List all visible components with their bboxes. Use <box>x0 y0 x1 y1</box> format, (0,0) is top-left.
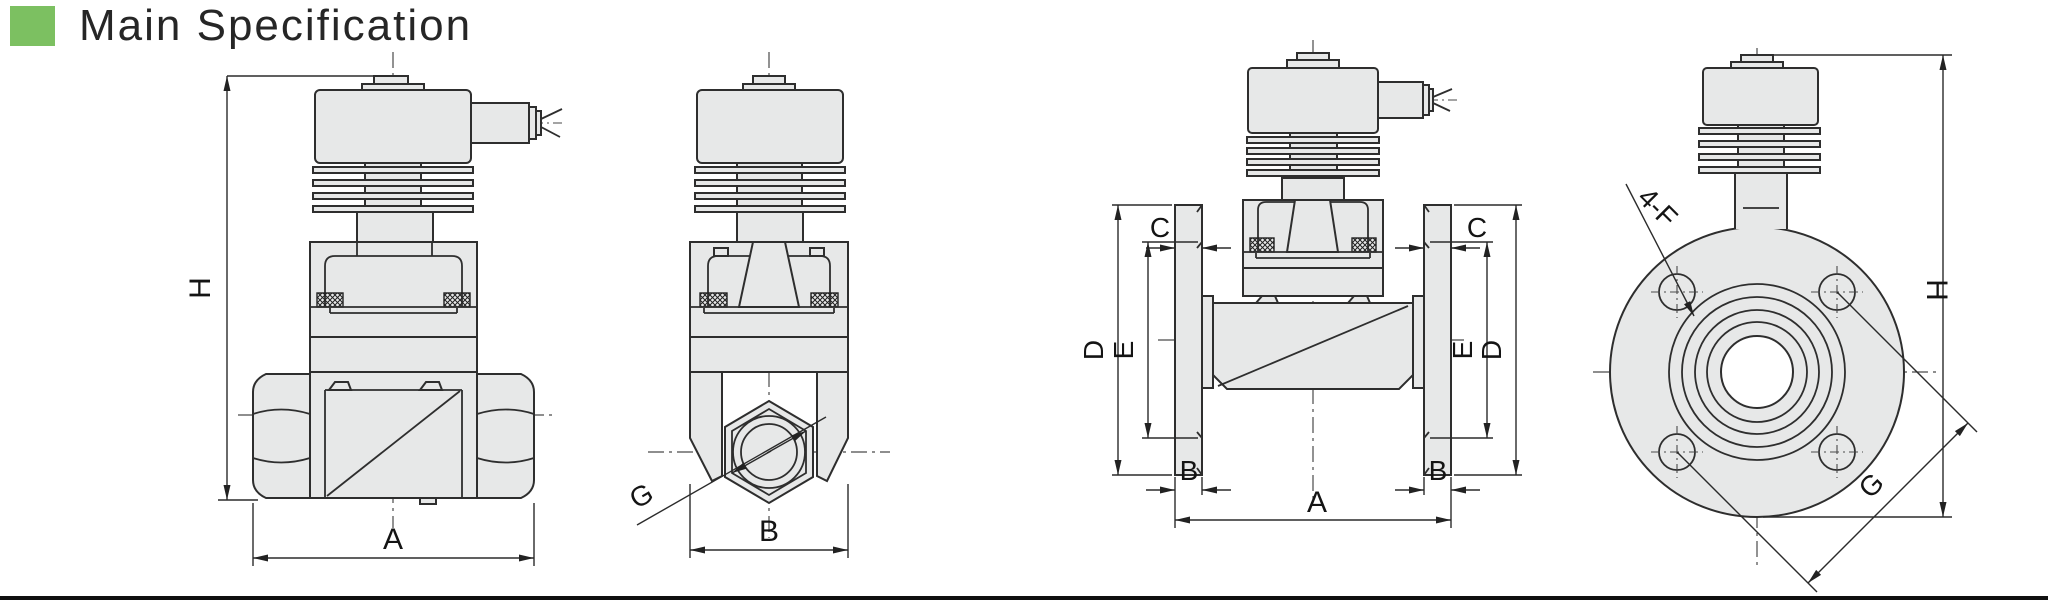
valve-bonnet <box>1242 199 1384 297</box>
seal-gasket <box>810 292 839 308</box>
dimension-b: B <box>689 484 849 558</box>
dimension-e-left: E <box>1108 241 1198 439</box>
solenoid-coil <box>1702 67 1819 126</box>
dim-label-d-left: D <box>1078 340 1109 360</box>
page-bottom-rule <box>0 596 2048 600</box>
dimension-b-right: B <box>1395 455 1480 495</box>
flange-left <box>1174 204 1203 476</box>
neck <box>356 211 434 243</box>
bore-hole <box>1720 335 1794 409</box>
neck <box>736 211 804 243</box>
seal-gasket <box>699 292 728 308</box>
dim-label-a-flanged: A <box>1307 486 1327 519</box>
seal-gasket <box>443 292 471 308</box>
lead-wire <box>540 126 561 138</box>
dimension-a-flanged: A <box>1174 477 1452 528</box>
pipe-stub-right <box>1412 295 1425 389</box>
dim-label-e-right: E <box>1447 341 1478 360</box>
solenoid-assembly <box>694 75 846 243</box>
solenoid-coil <box>1247 67 1379 134</box>
solenoid-assembly <box>312 75 563 243</box>
dim-label-d-right: D <box>1476 340 1507 360</box>
dimension-c-right: C <box>1395 212 1487 252</box>
solenoid-assembly <box>1246 52 1453 201</box>
valve-body <box>689 371 849 505</box>
valve-body <box>252 371 535 505</box>
plunger <box>1285 199 1340 253</box>
drawing-threaded-valve-front: H A <box>184 52 563 566</box>
body-flange-band <box>309 336 478 373</box>
dimension-d-left: D <box>1078 204 1172 476</box>
dim-label-c-right: C <box>1467 212 1487 243</box>
neck <box>1734 172 1788 229</box>
dimension-a: A <box>252 503 535 566</box>
dim-label-g-side: G <box>624 477 658 515</box>
cable-connector <box>1377 81 1424 119</box>
lead-wire <box>1432 102 1451 112</box>
bolt-hole <box>1651 266 1703 318</box>
dim-label-b-left: B <box>1180 455 1199 486</box>
port-bore-circle <box>740 423 798 481</box>
drawing-flanged-valve-front: C C D E E D <box>1078 40 1522 528</box>
solenoid-coil <box>314 89 472 164</box>
dim-label-h-threaded: H <box>184 277 217 299</box>
green-square-bullet <box>10 6 55 46</box>
dim-label-b-right: B <box>1429 455 1448 486</box>
pipe-stub-left <box>1201 295 1214 389</box>
coil-cap <box>752 75 786 85</box>
dim-label-e-left: E <box>1108 341 1139 360</box>
heat-sink-fins <box>1246 136 1380 177</box>
solenoid-assembly <box>1698 54 1821 178</box>
drawing-threaded-valve-side: G B <box>624 52 890 558</box>
dim-label-a-threaded: A <box>383 523 403 556</box>
coil-cap <box>373 75 409 85</box>
cable-connector <box>470 102 530 144</box>
drawing-flanged-valve-end: 4-F H G <box>1593 48 1978 593</box>
body-flange-band <box>689 336 849 373</box>
valve-bonnet <box>689 241 849 373</box>
dim-label-bolt-holes: 4-F <box>1632 181 1684 233</box>
dimension-h: H <box>184 75 390 501</box>
dim-label-b-side: B <box>759 515 779 548</box>
dim-label-c-left: C <box>1150 212 1170 243</box>
page-title: Main Specification <box>79 1 473 50</box>
seal-gasket <box>316 292 344 308</box>
flow-path-line <box>326 390 461 497</box>
dimension-d-right: D <box>1454 204 1522 476</box>
dimension-b-left: B <box>1146 455 1231 495</box>
neck <box>1281 177 1345 201</box>
dimension-e-right: E <box>1430 241 1493 439</box>
coil-cap <box>1296 52 1330 61</box>
heat-sink-fins <box>1698 127 1821 174</box>
dim-label-h-flanged: H <box>1920 279 1953 301</box>
flange-right <box>1423 204 1452 476</box>
body-flange-band <box>1242 267 1384 297</box>
heat-sink-fins <box>312 166 474 213</box>
lead-wire <box>1432 88 1453 98</box>
port-thread-circle <box>732 415 806 489</box>
seal-gasket <box>1249 237 1275 253</box>
seal-gasket <box>1351 237 1377 253</box>
raised-face-circle <box>1668 283 1846 461</box>
section-header: Main Specification <box>10 4 472 48</box>
solenoid-coil <box>696 89 844 164</box>
valve-body <box>1174 204 1452 476</box>
lead-wire <box>540 108 563 120</box>
hex-nut-right <box>476 373 535 499</box>
heat-sink-fins <box>694 166 846 213</box>
valve-bonnet <box>309 241 478 373</box>
hex-nut-left <box>252 373 311 499</box>
coil-cap <box>1740 54 1774 63</box>
flow-path-line <box>1217 305 1409 387</box>
